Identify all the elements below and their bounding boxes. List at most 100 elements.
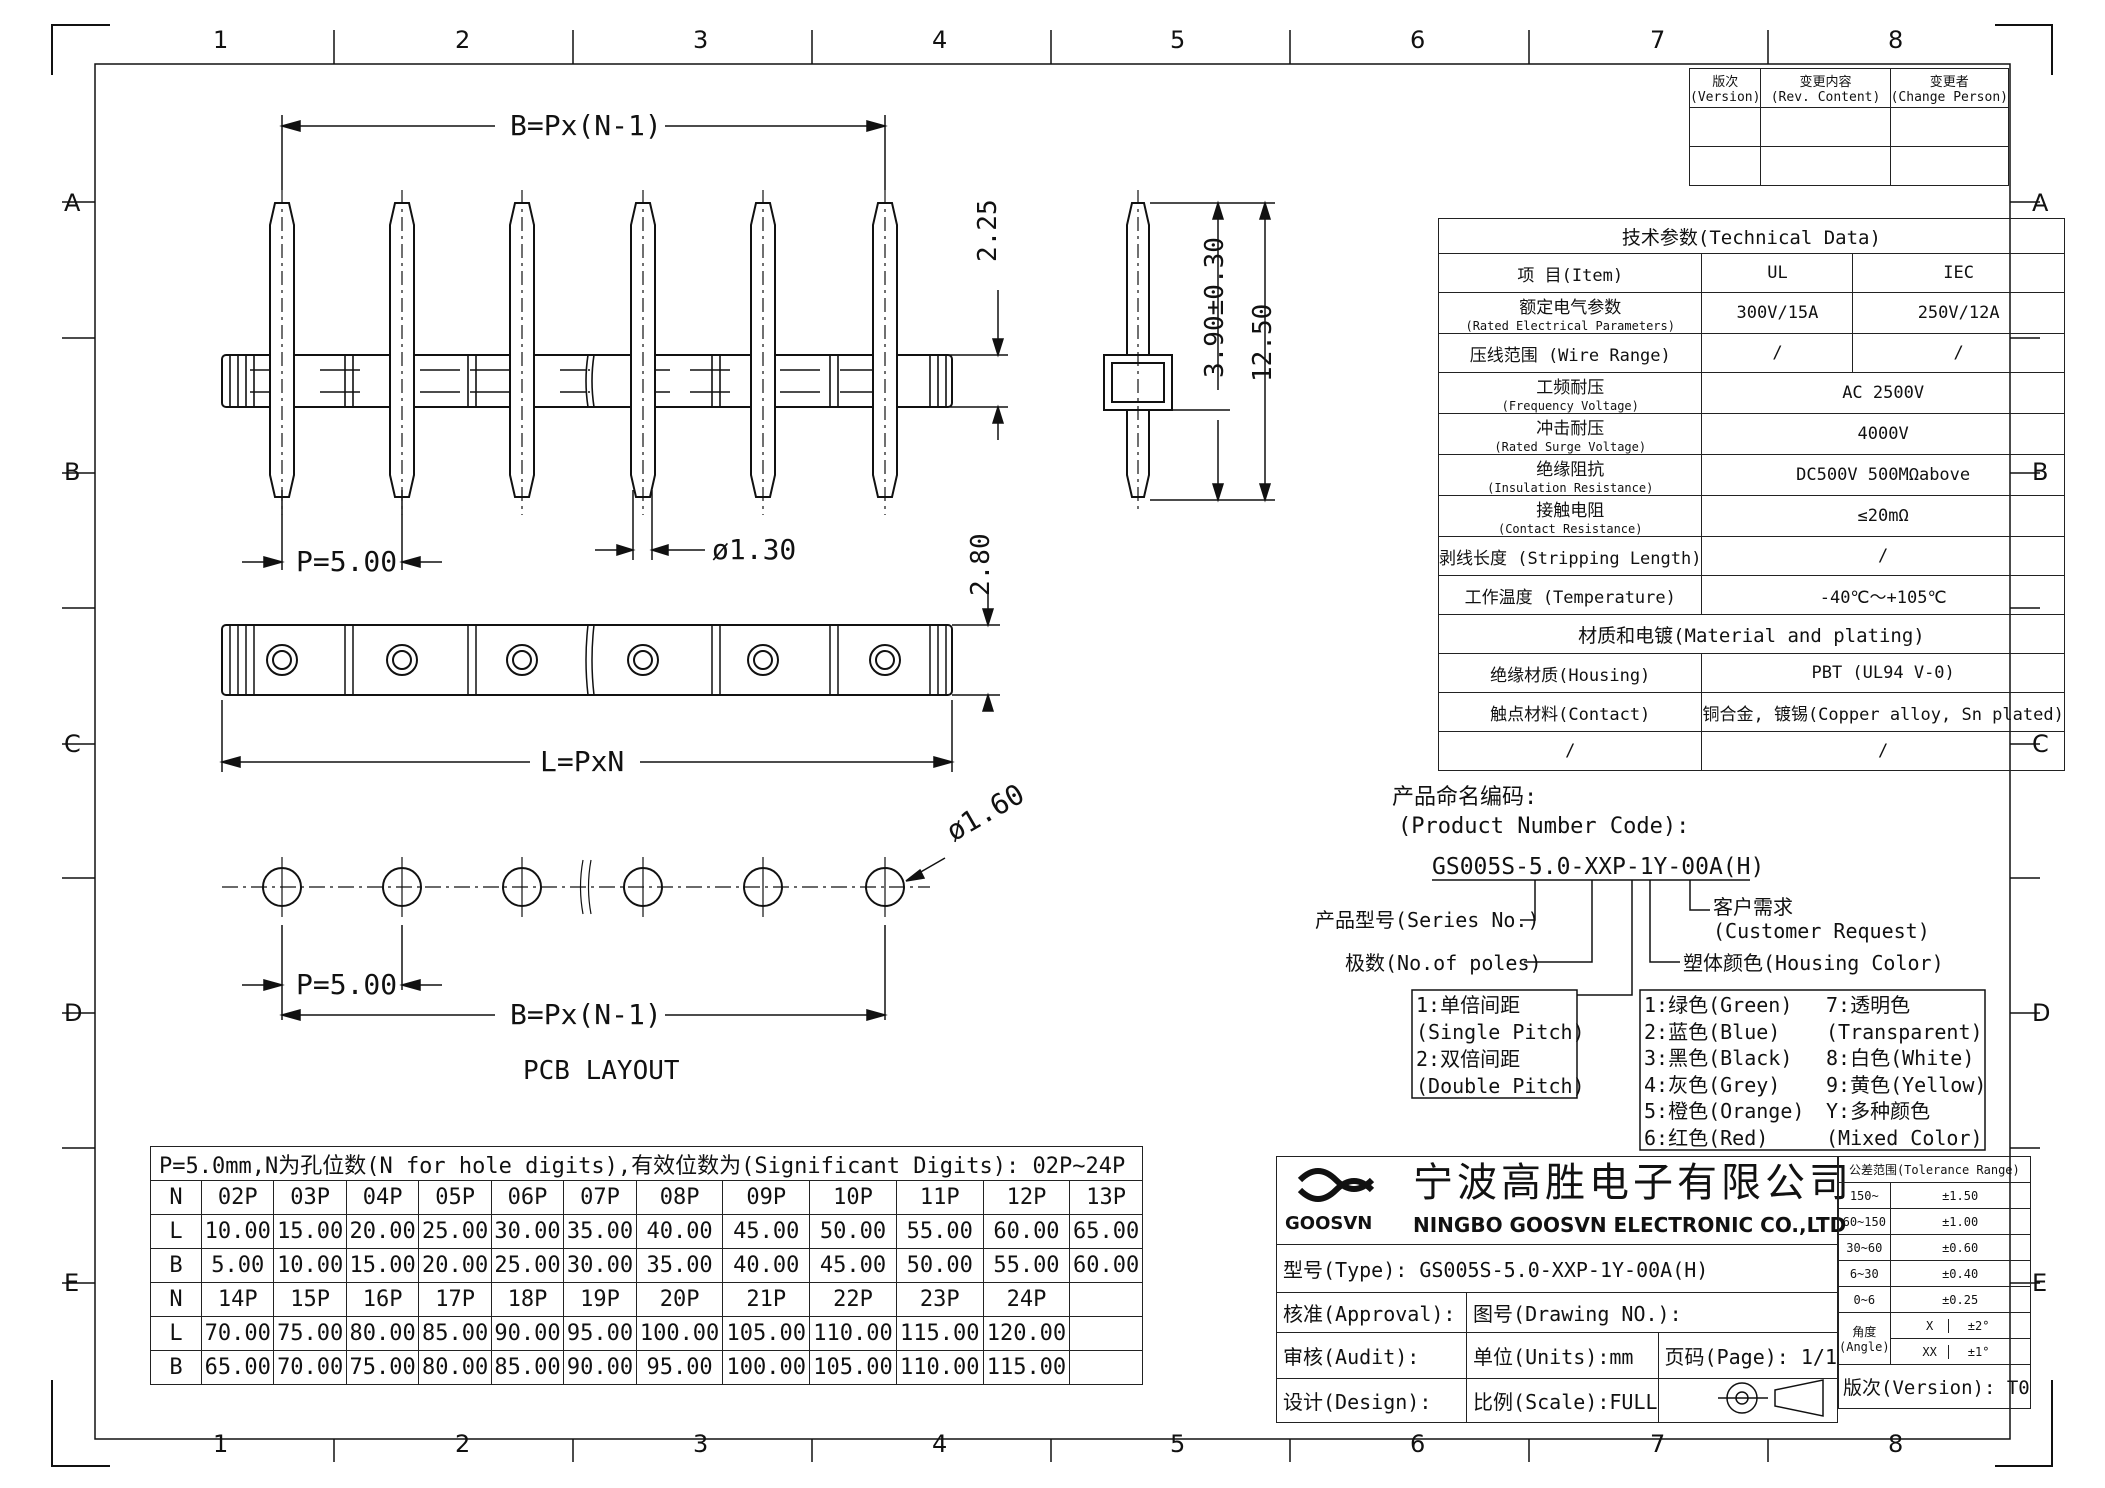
column-label: 6 — [1410, 1430, 1426, 1458]
pin-5 — [750, 202, 776, 498]
revision-table: 版次(Version) 变更内容(Rev. Content) 变更者(Chang… — [1688, 68, 2010, 186]
pin-3 — [509, 202, 535, 498]
top-hole-3 — [506, 644, 538, 676]
top-hole-5 — [747, 644, 779, 676]
tech-row: 工频耐压(Frequency Voltage)AC 2500V — [1437, 372, 2065, 414]
dim-b-bottom-label: B=Px(N-1) — [510, 998, 662, 1031]
code-option: (Mixed Color) — [1826, 1125, 1983, 1150]
top-hole-2 — [386, 644, 418, 676]
column-label: 4 — [932, 26, 948, 54]
product-code: GS005S-5.0-XXP-1Y-00A(H) — [1432, 854, 1765, 880]
column-label: 3 — [693, 26, 709, 54]
audit-field: 审核(Audit): — [1275, 1332, 1468, 1379]
code-series: 产品型号(Series No.) — [1315, 908, 1540, 932]
dim-pitch-top — [242, 490, 705, 570]
type-field: 型号(Type): GS005S-5.0-XXP-1Y-00A(H) — [1276, 1244, 1838, 1293]
top-view — [221, 624, 953, 696]
code-option: 2:蓝色(Blue) — [1644, 1019, 1781, 1044]
row-label: D — [64, 999, 83, 1027]
product-code-title-cn: 产品命名编码: — [1392, 785, 1538, 810]
row-label: A — [2032, 189, 2049, 217]
column-label: 5 — [1170, 26, 1186, 54]
materials-title: 材质和电镀(Material and plating) — [1438, 614, 2065, 654]
dim-225-label: 2.25 — [973, 199, 1003, 262]
dimension-table-header: P=5.0mm,N为孔位数(N for hole digits),有效位数为(S… — [150, 1146, 1143, 1181]
code-housing-color: 塑体颜色(Housing Color) — [1683, 951, 1944, 975]
code-option: (Transparent) — [1826, 1019, 1983, 1044]
product-code-title-en: (Product Number Code): — [1398, 814, 1690, 839]
material-row: 绝缘材质(Housing)PBT (UL94 V-0) — [1437, 653, 2065, 693]
pitch-top-label: P=5.00 — [296, 545, 398, 578]
l-dim-label: L=PxN — [540, 745, 625, 778]
version-field: 版次(Version): T0 — [1838, 1364, 2031, 1409]
tech-row: 冲击耐压(Rated Surge Voltage)4000V — [1437, 413, 2065, 455]
code-option: 3:黑色(Black) — [1644, 1046, 1793, 1070]
pin-2 — [389, 202, 415, 498]
code-leaders — [1432, 879, 1750, 996]
title-block: GOOSVN 宁波高胜电子有限公司 NINGBO GOOSVN ELECTRON… — [1275, 1156, 1849, 1423]
code-option: 7:透明色 — [1826, 993, 1911, 1017]
top-hole-6 — [869, 644, 901, 676]
code-option: 8:白色(White) — [1826, 1046, 1975, 1070]
design-field: 设计(Design): — [1275, 1378, 1468, 1423]
tolerance-row: 0~6±0.25 — [1838, 1286, 2031, 1313]
top-hole-1 — [266, 644, 298, 676]
row-label: C — [64, 730, 81, 758]
top-hole-2 — [392, 650, 412, 670]
code-customer-cn: 客户需求 — [1713, 895, 1793, 919]
tolerance-row: 60~150±1.00 — [1838, 1208, 2031, 1235]
pcb-centerline — [222, 859, 930, 915]
tech-row: 压线范围 (Wire Range)// — [1437, 333, 2065, 373]
dia-130-label: ø1.30 — [712, 533, 797, 566]
column-label: 2 — [455, 26, 471, 54]
approval-field: 核准(Approval): — [1275, 1292, 1468, 1333]
corner-mark-tr — [1995, 24, 2053, 75]
tolerance-row: 30~60±0.60 — [1838, 1234, 2031, 1261]
column-label: 1 — [213, 1430, 229, 1458]
material-row: 触点材料(Contact)铜合金, 镀锡(Copper alloy, Sn pl… — [1437, 692, 2065, 732]
units-field: 单位(Units):mm — [1466, 1332, 1659, 1379]
column-label: 1 — [213, 26, 229, 54]
code-option: 5:橙色(Orange) — [1644, 1099, 1805, 1123]
colors-left: 1:绿色(Green)2:蓝色(Blue)3:黑色(Black)4:灰色(Gre… — [1644, 992, 1804, 1151]
logo-text: GOOSVN — [1285, 1213, 1373, 1234]
column-label: 4 — [932, 1430, 948, 1458]
row-label: E — [64, 1269, 80, 1297]
code-customer-en: (Customer Request) — [1713, 919, 1930, 943]
code-boxes — [1411, 989, 1986, 1151]
tolerance-title: 公差范围(Tolerance Range) — [1838, 1156, 2031, 1183]
row-label: D — [2032, 999, 2051, 1027]
code-option: 2:双倍间距 — [1416, 1047, 1521, 1071]
colors-right: 7:透明色(Transparent)8:白色(White)9:黄色(Yellow… — [1826, 992, 1986, 1151]
dim-side — [1150, 200, 1275, 503]
corner-mark-tl — [51, 24, 110, 75]
scale-field: 比例(Scale):FULL — [1466, 1378, 1659, 1423]
row-label: B — [64, 458, 81, 486]
dim-1250-label: 12.50 — [1248, 303, 1278, 382]
dim-top-view — [219, 590, 1000, 772]
company-name-en: NINGBO GOOSVN ELECTRONIC CO.,LTD — [1413, 1213, 1847, 1237]
top-hole-5 — [753, 650, 773, 670]
code-option: 9:黄色(Yellow) — [1826, 1072, 1987, 1097]
front-view — [221, 354, 953, 408]
pins-group — [269, 190, 898, 515]
dim-pcb — [242, 857, 946, 1021]
column-label: 8 — [1888, 1430, 1904, 1458]
pin-4 — [630, 202, 656, 498]
code-option: 4:灰色(Grey) — [1644, 1072, 1781, 1097]
dim-280-label: 2.80 — [966, 533, 996, 596]
dim-390-label: 3.90±0.30 — [1200, 237, 1230, 378]
top-hole-4 — [627, 644, 659, 676]
top-hole-1 — [272, 650, 292, 670]
row-label: E — [2032, 1269, 2048, 1297]
tech-row: 剥线长度 (Stripping Length)/ — [1437, 536, 2065, 576]
